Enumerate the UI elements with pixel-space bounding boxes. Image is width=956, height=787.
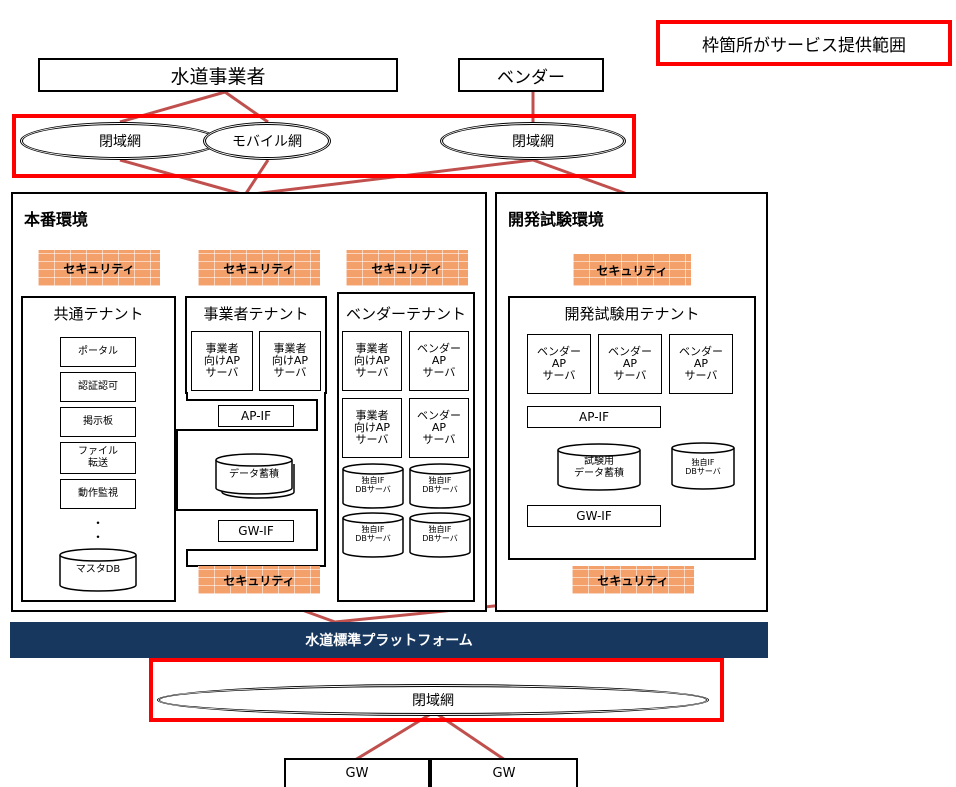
gateway-1: GW (284, 758, 430, 787)
file-transfer-box: ファイル 転送 (60, 442, 136, 474)
vendor-db-cylinder-4 (409, 512, 471, 558)
top-network-frame (12, 114, 636, 178)
dev-test-tenant-title: 開発試験用テナント (564, 305, 700, 323)
operator-ap-server-2: 事業者 向けAP サーバ (259, 331, 321, 391)
vendor-tenant-title: ベンダーテナント (345, 305, 466, 323)
vendor-tenant-server-4: ベンダー AP サーバ (409, 398, 469, 458)
vendor-closed-network-ellipse: 閉域網 (440, 122, 626, 160)
water-operator-box: 水道事業者 (38, 58, 398, 92)
security-dev-bottom: セキュリティ (572, 566, 694, 594)
vendor-tenant-server-3: 事業者 向けAP サーバ (342, 398, 402, 458)
legend-box: 枠箇所がサービス提供範囲 (656, 20, 952, 66)
dev-vendor-server-2: ベンダー AP サーバ (598, 334, 662, 394)
vendor-db-label-4: 独自IF DBサーバ (422, 525, 458, 543)
dev-vendor-server-1: ベンダー AP サーバ (527, 334, 591, 394)
vendor-db-cylinder-1 (342, 463, 404, 509)
dev-db-label: 独自IF DBサーバ (685, 458, 721, 476)
security-common: セキュリティ (38, 250, 160, 286)
master-db-label: マスタDB (75, 564, 121, 575)
vendor-db-cylinder-3 (342, 512, 404, 558)
legend-text: 枠箇所がサービス提供範囲 (702, 35, 906, 56)
security-production-bottom: セキュリティ (198, 566, 320, 594)
vendor-db-cylinder-2 (409, 463, 471, 509)
more-dots: ・ ・ (91, 516, 104, 544)
dev-storage-cylinder (557, 443, 641, 491)
operator-storage-cylinder (215, 453, 295, 499)
dev-storage-label: 試験用 データ蓄積 (574, 456, 624, 479)
vendor-db-label-2: 独自IF DBサーバ (422, 476, 458, 494)
closed-network-label: 閉域網 (99, 134, 141, 150)
operator-gw-if: GW-IF (218, 520, 294, 542)
vendor-db-label-3: 独自IF DBサーバ (355, 525, 391, 543)
production-title: 本番環境 (24, 210, 89, 229)
vendor-label: ベンダー (497, 67, 565, 88)
vendor-tenant-server-2: ベンダー AP サーバ (409, 331, 469, 391)
gateway-2: GW (430, 758, 578, 787)
bottom-closed-network-label: 閉域網 (412, 693, 454, 709)
bottom-closed-network-ellipse: 閉域網 (157, 684, 709, 716)
vendor-closed-network-label: 閉域網 (512, 134, 554, 150)
dev-ap-if: AP-IF (527, 406, 661, 428)
water-platform-bar: 水道標準プラットフォーム (10, 622, 768, 658)
common-tenant-title: 共通テナント (53, 305, 144, 323)
vendor-tenant-server-1: 事業者 向けAP サーバ (342, 331, 402, 391)
mobile-network-label: モバイル網 (232, 134, 302, 150)
development-title: 開発試験環境 (508, 210, 605, 229)
auth-box: 認証認可 (60, 372, 136, 402)
dev-gw-if: GW-IF (527, 505, 661, 527)
master-db-cylinder (59, 548, 137, 592)
dev-vendor-server-3: ベンダー AP サーバ (669, 334, 733, 394)
bottom-network-frame (149, 658, 724, 722)
portal-box: ポータル (60, 337, 136, 367)
operator-ap-server-1: 事業者 向けAP サーバ (191, 331, 253, 391)
vendor-box: ベンダー (458, 58, 604, 92)
operator-ap-if: AP-IF (218, 405, 294, 427)
operator-tenant-title: 事業者テナント (203, 305, 309, 323)
bulletin-box: 掲示板 (60, 407, 136, 437)
monitoring-box: 動作監視 (60, 479, 136, 509)
vendor-db-label-1: 独自IF DBサーバ (355, 476, 391, 494)
operator-storage-label: データ蓄積 (229, 469, 279, 480)
mobile-network-ellipse: モバイル網 (203, 122, 331, 160)
water-operator-label: 水道事業者 (170, 65, 266, 88)
dev-db-cylinder (671, 442, 735, 490)
security-operator: セキュリティ (198, 250, 320, 286)
security-vendor: セキュリティ (346, 250, 468, 286)
water-platform-label: 水道標準プラットフォーム (305, 633, 473, 649)
security-dev-top: セキュリティ (573, 254, 691, 286)
closed-network-ellipse: 閉域網 (20, 122, 220, 160)
